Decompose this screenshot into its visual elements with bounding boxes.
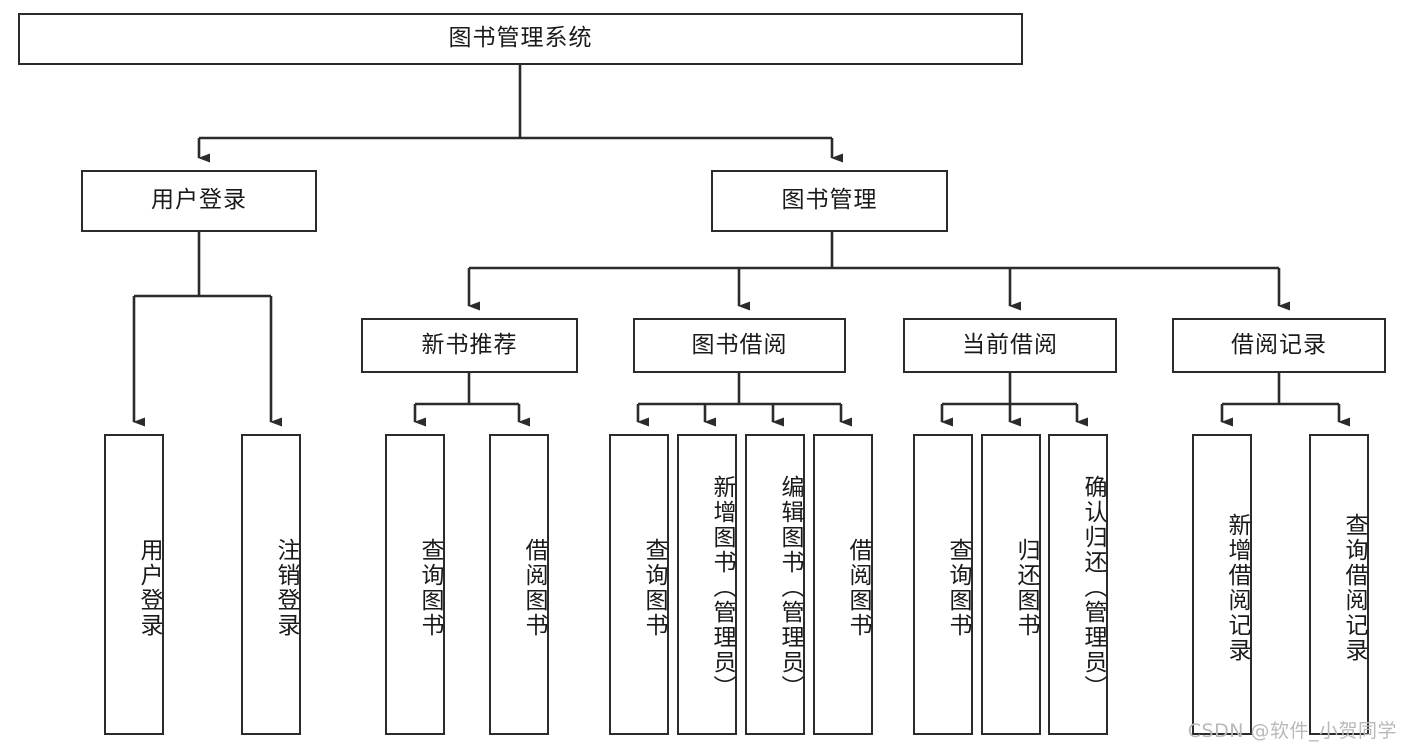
leaf-label: 查询图书 [945, 537, 971, 638]
leaf-label: 归还图书 [1013, 537, 1039, 638]
leaf-user-login-signin[interactable]: 用户登录 [104, 434, 164, 735]
leaf-newbook-borrow-book[interactable]: 借阅图书 [489, 434, 549, 735]
leaf-label: 借阅图书 [521, 537, 547, 638]
leaf-user-login-signout[interactable]: 注销登录 [241, 434, 301, 735]
leaf-label: 用户登录 [136, 537, 162, 638]
node-borrow-records[interactable]: 借阅记录 [1172, 318, 1386, 373]
leaf-newbook-query-book[interactable]: 查询图书 [385, 434, 445, 735]
leaf-current-confirm-return-admin[interactable]: 确认归还（管理员） [1048, 434, 1108, 735]
node-current-borrow[interactable]: 当前借阅 [903, 318, 1117, 373]
node-user-login[interactable]: 用户登录 [81, 170, 317, 232]
leaf-label: 查询图书 [641, 537, 667, 638]
leaf-label: 新增借阅记录 [1224, 512, 1250, 663]
leaf-borrow-add-book-admin[interactable]: 新增图书（管理员） [677, 434, 737, 735]
leaf-label: 查询图书 [417, 537, 443, 638]
node-new-book-recommend[interactable]: 新书推荐 [361, 318, 578, 373]
leaf-records-add-record[interactable]: 新增借阅记录 [1192, 434, 1252, 735]
leaf-label: 确认归还（管理员） [1080, 475, 1106, 700]
leaf-label: 新增图书（管理员） [709, 475, 735, 700]
leaf-label: 编辑图书（管理员） [777, 475, 803, 700]
leaf-label: 借阅图书 [845, 537, 871, 638]
leaf-records-query-record[interactable]: 查询借阅记录 [1309, 434, 1369, 735]
leaf-borrow-borrow-book[interactable]: 借阅图书 [813, 434, 873, 735]
leaf-current-query-book[interactable]: 查询图书 [913, 434, 973, 735]
leaf-label: 注销登录 [273, 537, 299, 638]
node-book-borrow[interactable]: 图书借阅 [633, 318, 846, 373]
leaf-borrow-edit-book-admin[interactable]: 编辑图书（管理员） [745, 434, 805, 735]
node-book-management[interactable]: 图书管理 [711, 170, 948, 232]
node-root-book-management-system[interactable]: 图书管理系统 [18, 13, 1023, 65]
leaf-label: 查询借阅记录 [1341, 512, 1367, 663]
leaf-borrow-query-book[interactable]: 查询图书 [609, 434, 669, 735]
leaf-current-return-book[interactable]: 归还图书 [981, 434, 1041, 735]
